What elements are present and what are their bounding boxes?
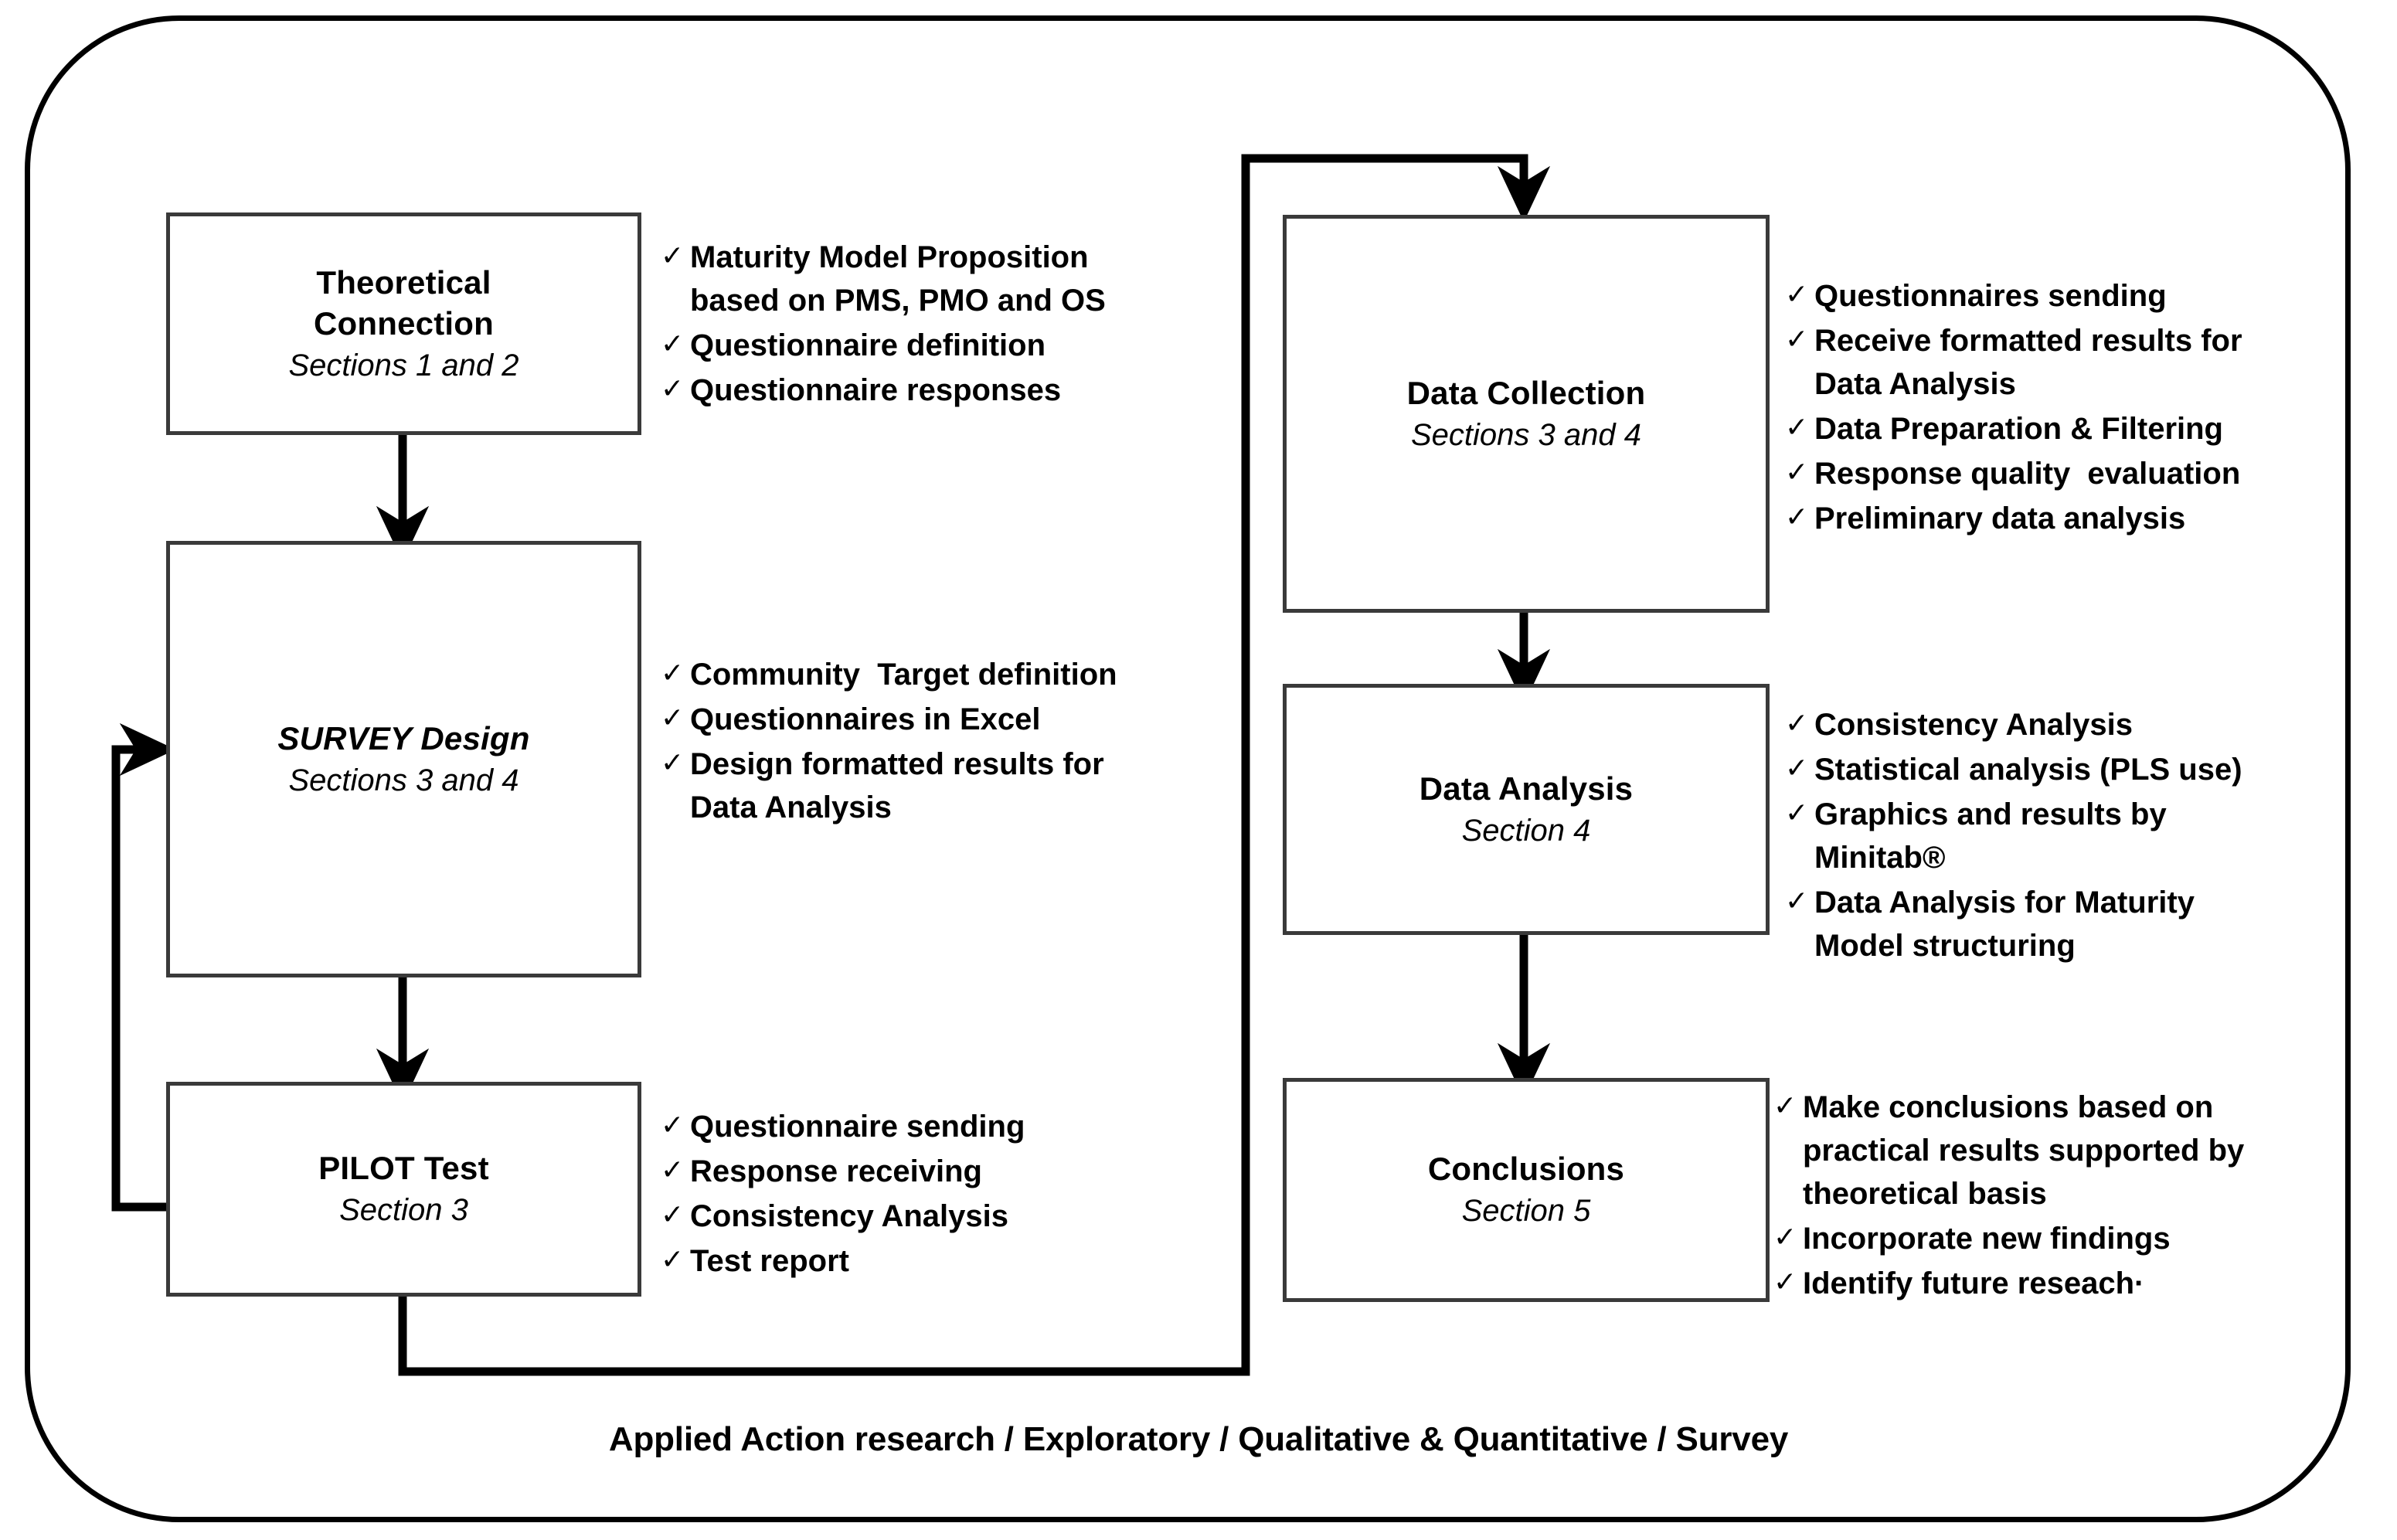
box-title: Theoretical Connection [314, 263, 494, 342]
bullet-text: Data Analysis for Maturity Model structu… [1814, 886, 2195, 963]
check-icon: ✓ [661, 746, 685, 778]
bullet-text: Maturity Model Proposition based on PMS,… [690, 240, 1106, 318]
box-pilot-test[interactable]: PILOT Test Section 3 [166, 1082, 641, 1297]
box-theoretical-connection[interactable]: Theoretical Connection Sections 1 and 2 [166, 212, 641, 435]
check-icon: ✓ [1785, 797, 1809, 828]
bullet-item: ✓Receive formatted results for Data Anal… [1785, 319, 2349, 406]
bullet-item: ✓Design formatted results for Data Analy… [661, 743, 1232, 829]
bullets-conclusions: ✓Make conclusions based on practical res… [1773, 1086, 2345, 1307]
bullet-item: ✓Data Analysis for Maturity Model struct… [1785, 881, 2349, 967]
bullet-item: ✓Identify future reseach· [1773, 1262, 2345, 1305]
box-data-collection[interactable]: Data Collection Sections 3 and 4 [1283, 215, 1770, 613]
bullets-pilot-test: ✓Questionnaire sending✓Response receivin… [661, 1105, 1217, 1284]
bullet-text: Questionnaires sending [1814, 279, 2167, 313]
bullet-item: ✓Response receiving [661, 1150, 1217, 1193]
bullet-text: Make conclusions based on practical resu… [1803, 1090, 2245, 1211]
check-icon: ✓ [661, 1243, 685, 1275]
bullet-item: ✓Graphics and results by Minitab® [1785, 793, 2349, 879]
bullets-data-analysis: ✓Consistency Analysis✓Statistical analys… [1785, 703, 2349, 969]
bullet-text: Graphics and results by Minitab® [1814, 797, 2167, 875]
bullet-text: Questionnaire responses [690, 373, 1062, 407]
box-title: PILOT Test [318, 1150, 489, 1187]
bullet-text: Consistency Analysis [1814, 708, 2134, 742]
bullets-data-collection: ✓Questionnaires sending✓Receive formatte… [1785, 274, 2349, 542]
bullet-item: ✓Response quality evaluation [1785, 452, 2349, 495]
check-icon: ✓ [661, 1198, 685, 1230]
bullet-text: Consistency Analysis [690, 1199, 1009, 1233]
check-icon: ✓ [1773, 1221, 1797, 1253]
check-icon: ✓ [1785, 885, 1809, 916]
bullet-item: ✓Community Target definition [661, 653, 1232, 696]
check-icon: ✓ [661, 328, 685, 359]
bullet-text: Receive formatted results for Data Analy… [1814, 324, 2242, 401]
box-data-analysis[interactable]: Data Analysis Section 4 [1283, 684, 1770, 935]
check-icon: ✓ [661, 1154, 685, 1185]
bullet-text: Statistical analysis (PLS use) [1814, 753, 2242, 787]
bullet-text: Design formatted results for Data Analys… [690, 747, 1104, 824]
bullet-item: ✓Questionnaire responses [661, 369, 1217, 412]
bullet-text: Preliminary data analysis [1814, 501, 2186, 535]
box-title: Conclusions [1427, 1151, 1625, 1188]
check-icon: ✓ [661, 240, 685, 271]
check-icon: ✓ [661, 657, 685, 688]
bullet-text: Response receiving [690, 1154, 982, 1188]
box-conclusions[interactable]: Conclusions Section 5 [1283, 1078, 1770, 1302]
check-icon: ✓ [1785, 707, 1809, 739]
bullet-text: Test report [690, 1244, 849, 1278]
bullet-item: ✓Test report [661, 1239, 1217, 1283]
bullet-item: ✓Questionnaires in Excel [661, 698, 1232, 741]
bullet-item: ✓Consistency Analysis [661, 1195, 1217, 1238]
check-icon: ✓ [1785, 278, 1809, 310]
bullets-survey-design: ✓Community Target definition✓Questionnai… [661, 653, 1232, 831]
bullet-item: ✓Questionnaire sending [661, 1105, 1217, 1148]
bullet-text: Response quality evaluation [1814, 457, 2241, 491]
check-icon: ✓ [1785, 456, 1809, 488]
box-title: SURVEY Design [277, 719, 530, 756]
bullets-theoretical-connection: ✓Maturity Model Proposition based on PMS… [661, 236, 1217, 413]
box-survey-design[interactable]: SURVEY Design Sections 3 and 4 [166, 541, 641, 977]
bullet-text: Questionnaires in Excel [690, 702, 1041, 736]
bullet-item: ✓Make conclusions based on practical res… [1773, 1086, 2345, 1215]
check-icon: ✓ [661, 1109, 685, 1141]
bullet-text: Identify future reseach· [1803, 1266, 2145, 1300]
bullet-item: ✓Consistency Analysis [1785, 703, 2349, 746]
check-icon: ✓ [1785, 752, 1809, 784]
box-subtitle: Sections 3 and 4 [288, 763, 519, 797]
bullet-item: ✓Questionnaire definition [661, 324, 1217, 367]
check-icon: ✓ [1785, 411, 1809, 443]
box-subtitle: Section 4 [1461, 813, 1591, 848]
box-title: Data Analysis [1419, 770, 1634, 807]
box-subtitle: Section 5 [1461, 1194, 1591, 1229]
bullet-item: ✓Questionnaires sending [1785, 274, 2349, 318]
check-icon: ✓ [1773, 1090, 1797, 1121]
check-icon: ✓ [661, 372, 685, 404]
box-subtitle: Sections 3 and 4 [1411, 417, 1641, 452]
bullet-text: Questionnaire definition [690, 328, 1046, 362]
box-title: Data Collection [1406, 374, 1646, 411]
bullet-item: ✓Incorporate new findings [1773, 1217, 2345, 1260]
check-icon: ✓ [1773, 1266, 1797, 1297]
check-icon: ✓ [1785, 323, 1809, 355]
bullet-item: ✓Data Preparation & Filtering [1785, 407, 2349, 450]
box-subtitle: Section 3 [339, 1193, 468, 1228]
bullet-text: Data Preparation & Filtering [1814, 412, 2223, 446]
bullet-item: ✓Statistical analysis (PLS use) [1785, 748, 2349, 791]
bullet-text: Incorporate new findings [1803, 1222, 2171, 1256]
check-icon: ✓ [661, 702, 685, 733]
outer-rounded-frame [25, 15, 2351, 1522]
bullet-item: ✓Maturity Model Proposition based on PMS… [661, 236, 1217, 322]
box-subtitle: Sections 1 and 2 [288, 348, 519, 382]
bullet-item: ✓Preliminary data analysis [1785, 497, 2349, 540]
check-icon: ✓ [1785, 501, 1809, 532]
bullet-text: Community Target definition [690, 658, 1117, 692]
bullet-text: Questionnaire sending [690, 1110, 1025, 1144]
diagram-caption: Applied Action research / Exploratory / … [608, 1420, 1789, 1458]
